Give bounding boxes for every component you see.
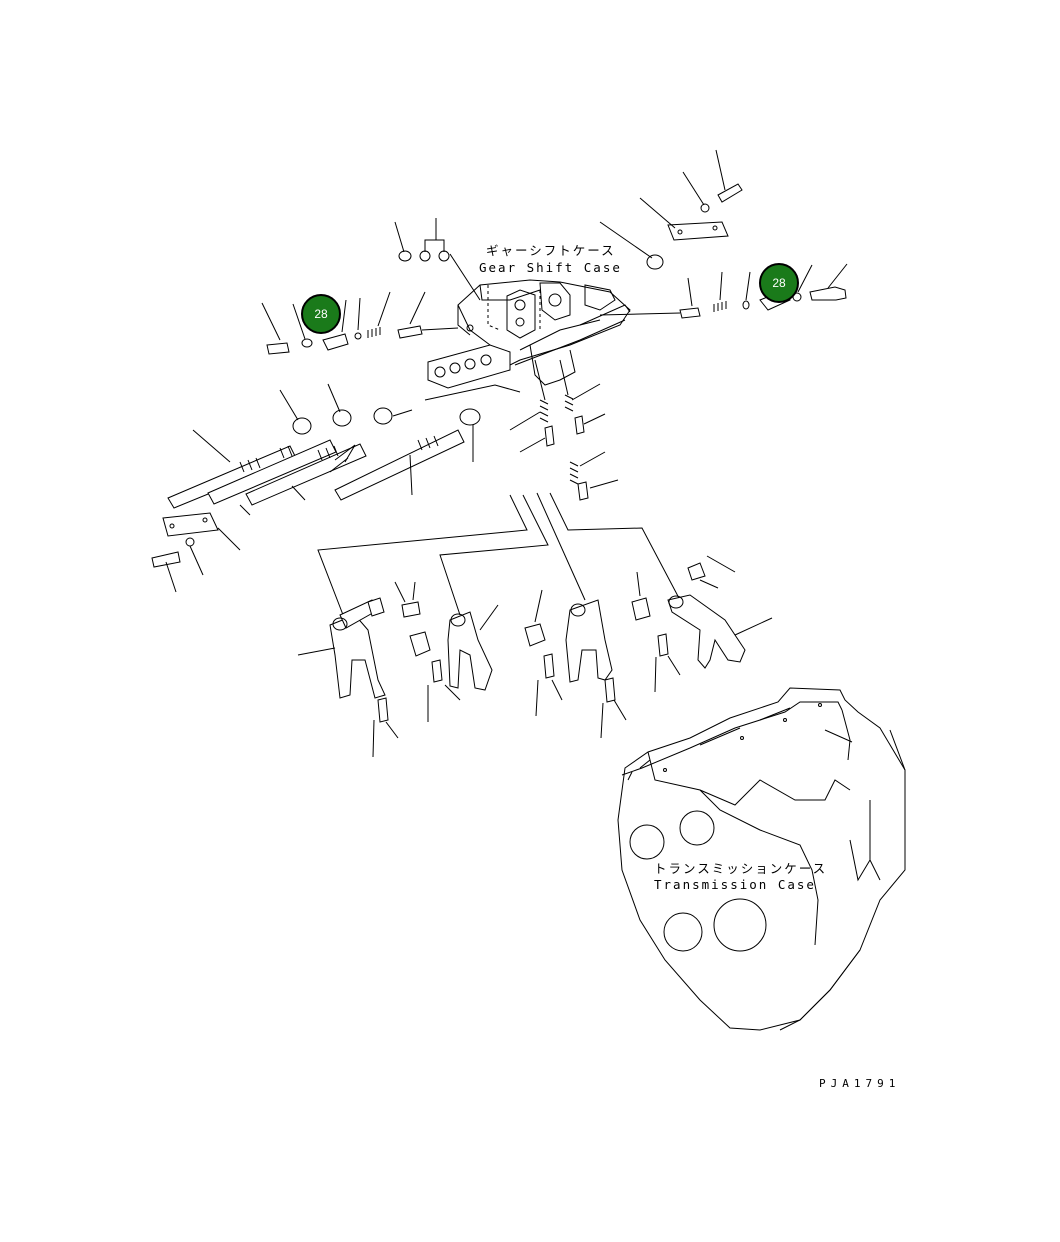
transmission-case-label-en: Transmission Case bbox=[654, 877, 816, 892]
transmission-case-label-jp: トランスミッションケース bbox=[654, 861, 827, 876]
lower-cover-plate bbox=[151, 512, 241, 593]
drawing-code: PJA1791 bbox=[819, 1077, 900, 1090]
transmission-case bbox=[617, 687, 906, 1031]
gear-shift-case bbox=[424, 279, 631, 401]
labels: ギャーシフトケース Gear Shift Case トランスミッションケース T… bbox=[479, 243, 900, 1090]
fork-leaders bbox=[317, 492, 681, 621]
shift-forks bbox=[297, 555, 773, 758]
callout-number: 28 bbox=[772, 276, 786, 290]
callout-28-right[interactable]: 28 bbox=[759, 263, 799, 303]
gear-shift-case-label-jp: ギャーシフトケース bbox=[486, 243, 616, 258]
callout-28-left[interactable]: 28 bbox=[301, 294, 341, 334]
callout-badge-circle bbox=[759, 263, 799, 303]
callout-badge-circle bbox=[301, 294, 341, 334]
gear-shift-case-label-en: Gear Shift Case bbox=[479, 260, 622, 275]
callout-number: 28 bbox=[314, 307, 328, 321]
top-hardware bbox=[261, 149, 848, 355]
shift-rails bbox=[167, 359, 619, 516]
